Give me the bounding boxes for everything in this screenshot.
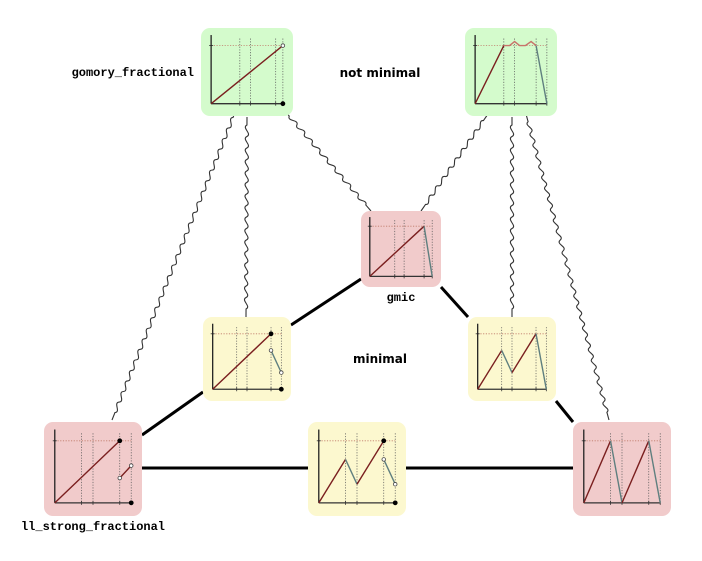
function-piece-decreasing xyxy=(535,45,548,104)
function-piece-increasing xyxy=(318,459,347,504)
closed-point xyxy=(381,438,387,444)
edge-wavy-not_minimal_top-gmic xyxy=(420,113,489,212)
edge-wavy-not_minimal_top-bottom_right xyxy=(525,113,610,421)
node-background xyxy=(361,211,441,287)
edge-solid-gmic-minimal_right xyxy=(439,285,470,319)
nodes-layer xyxy=(44,28,671,516)
node-background xyxy=(201,28,293,116)
node-not-minimal-top xyxy=(465,28,557,116)
function-piece-decreasing xyxy=(535,333,548,390)
function-piece-increasing xyxy=(474,45,505,104)
function-piece-increasing xyxy=(369,225,425,277)
node-minimal-right xyxy=(468,317,556,401)
open-endpoint xyxy=(381,457,386,462)
edges-layer xyxy=(111,109,610,470)
closed-point xyxy=(117,438,123,444)
function-piece-decreasing xyxy=(270,350,282,373)
function-piece-increasing xyxy=(621,440,650,504)
function-piece-decreasing xyxy=(344,459,358,485)
edge-wavy-gomory_fractional-gmic xyxy=(283,109,372,212)
closed-point xyxy=(268,331,274,337)
label-gomory-fractional: gomory_fractional xyxy=(72,66,194,80)
node-gomory-fractional xyxy=(201,28,293,116)
open-endpoint xyxy=(268,348,274,353)
function-piece-decreasing xyxy=(423,226,433,277)
function-piece-increasing xyxy=(511,333,537,373)
function-piece-increasing xyxy=(210,45,284,105)
edge-wavy-gomory_fractional-minimal_left xyxy=(243,116,250,318)
edge-wavy-not_minimal_top-minimal_right xyxy=(509,117,515,317)
function-piece-increasing xyxy=(54,440,121,504)
function-piece-increasing xyxy=(503,40,537,47)
function-piece-increasing xyxy=(477,350,503,390)
node-bottom-right xyxy=(573,422,671,516)
label-gmic: gmic xyxy=(387,291,416,305)
label-ll-strong-fractional: ll_strong_fractional xyxy=(21,520,165,534)
function-piece-increasing xyxy=(212,333,272,390)
function-piece-decreasing xyxy=(609,440,623,503)
open-endpoint xyxy=(280,43,286,48)
closed-point xyxy=(128,500,134,506)
function-piece-decreasing xyxy=(648,440,661,503)
label-not-minimal: not minimal xyxy=(340,66,421,80)
node-minimal-left xyxy=(203,317,291,401)
function-piece-decreasing xyxy=(383,459,396,485)
edge-solid-minimal_right-bottom_right xyxy=(554,400,575,423)
open-endpoint xyxy=(393,482,398,487)
function-piece-increasing xyxy=(119,465,132,479)
node-background xyxy=(465,28,557,116)
closed-point xyxy=(280,101,286,107)
open-endpoint xyxy=(129,463,134,468)
edge-solid-minimal_left-gmic xyxy=(290,277,362,327)
node-gmic xyxy=(361,211,441,287)
node-bottom-middle xyxy=(308,422,406,516)
edge-wavy-gomory_fractional-ll_strong_fractional xyxy=(111,109,237,421)
node-ll-strong-fractional xyxy=(44,422,142,516)
open-endpoint xyxy=(279,370,284,375)
closed-point xyxy=(278,386,284,392)
function-piece-increasing xyxy=(356,440,385,485)
label-minimal: minimal xyxy=(353,352,407,366)
open-endpoint xyxy=(117,475,122,481)
edge-solid-ll_strong_fractional-minimal_left xyxy=(141,390,204,437)
closed-point xyxy=(392,500,398,506)
function-piece-increasing xyxy=(583,440,612,504)
node-background xyxy=(203,317,291,401)
function-piece-decreasing xyxy=(501,350,513,373)
